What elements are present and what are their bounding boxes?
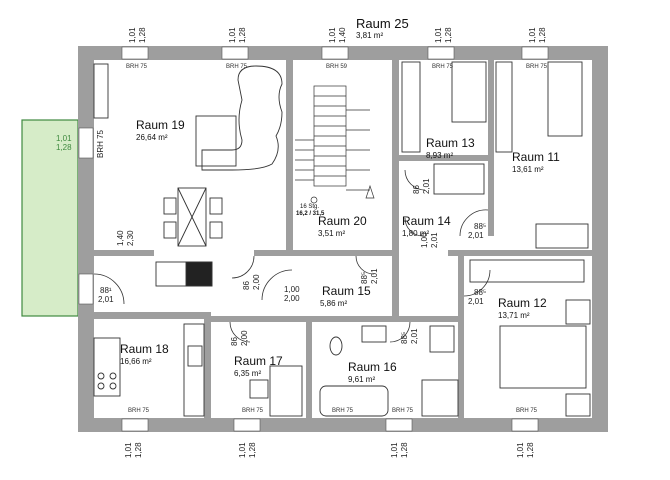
win-top-3-w: 1,01 bbox=[328, 27, 337, 43]
win-top-2-w: 1,01 bbox=[228, 27, 237, 43]
door-19-15-bot: 2,01 bbox=[98, 295, 114, 304]
room-25-area: 3,81 m² bbox=[356, 31, 384, 40]
room-16-name: Raum 16 bbox=[348, 360, 397, 374]
stair-ratio: 16,2 / 31,5 bbox=[296, 211, 325, 217]
balcony-window-w: 1,01 bbox=[56, 134, 72, 143]
win-top-4-h: 1,28 bbox=[444, 27, 453, 43]
door-19-15b-w: 86 bbox=[242, 281, 251, 290]
room-19-name: Raum 19 bbox=[136, 118, 185, 132]
room-19-area: 26,64 m² bbox=[136, 133, 168, 142]
interior-walls bbox=[94, 60, 592, 418]
brh-top-3: BRH 59 bbox=[326, 64, 348, 70]
door-14-h: 2,01 bbox=[430, 232, 439, 248]
door-17-h: 2,00 bbox=[240, 330, 249, 346]
door-15-20-h: 2,01 bbox=[370, 268, 379, 284]
win-top-4-w: 1,01 bbox=[434, 27, 443, 43]
door-12-bot: 2,01 bbox=[468, 297, 484, 306]
door-19-15-top: 88¹ bbox=[100, 286, 112, 295]
balcony bbox=[21, 119, 79, 317]
outer-walls bbox=[78, 46, 608, 432]
door-19-15b-h: 2,00 bbox=[252, 274, 261, 290]
room-14-name: Raum 14 bbox=[402, 214, 451, 228]
door-12-top: 88⁵ bbox=[474, 288, 487, 297]
stairwell bbox=[295, 85, 375, 204]
door-14-w: 1,00 bbox=[420, 232, 429, 248]
room-16-area: 9,61 m² bbox=[348, 375, 376, 384]
top-windows bbox=[121, 46, 549, 60]
room-11-area: 13,61 m² bbox=[512, 165, 544, 174]
win-bot-1-h: 1,28 bbox=[134, 442, 143, 458]
win-bot-3-h: 1,28 bbox=[400, 442, 409, 458]
door-16-w: 88⁵ bbox=[400, 331, 409, 344]
room-12-area: 13,71 m² bbox=[498, 311, 530, 320]
brh-bot-3: BRH 75 bbox=[332, 408, 354, 414]
brh-top-2: BRH 75 bbox=[226, 64, 248, 70]
room-17-area: 6,35 m² bbox=[234, 369, 262, 378]
brh-bot-2: BRH 75 bbox=[242, 408, 264, 414]
room-25-name: Raum 25 bbox=[356, 16, 409, 31]
stair-steps: 16 Stg. bbox=[300, 204, 320, 210]
win-top-2-h: 1,28 bbox=[238, 27, 247, 43]
door-16-h: 2,01 bbox=[410, 328, 419, 344]
room-12-name: Raum 12 bbox=[498, 296, 547, 310]
room-17-name: Raum 17 bbox=[234, 354, 283, 368]
door-17-w: 86 bbox=[230, 337, 239, 346]
door-19-20-w: 1,40 bbox=[116, 230, 125, 246]
bedroom-furniture bbox=[401, 61, 591, 417]
brh-bot-5: BRH 75 bbox=[516, 408, 538, 414]
door-15-20-w: 88⁵ bbox=[360, 271, 369, 284]
bottom-windows bbox=[121, 418, 539, 432]
door-13-w: 86 bbox=[412, 185, 421, 194]
room-13-area: 8,93 m² bbox=[426, 151, 454, 160]
win-top-3-h: 1,40 bbox=[338, 27, 347, 43]
win-bot-1-w: 1,01 bbox=[124, 442, 133, 458]
win-top-5-w: 1,01 bbox=[528, 27, 537, 43]
bath-furniture bbox=[319, 325, 459, 417]
win-top-1-w: 1,01 bbox=[128, 27, 137, 43]
kitchen-furniture bbox=[93, 323, 205, 417]
room-18-name: Raum 18 bbox=[120, 342, 169, 356]
room-18-area: 16,66 m² bbox=[120, 357, 152, 366]
balcony-window-h: 1,28 bbox=[56, 143, 72, 152]
room-11-name: Raum 11 bbox=[512, 150, 560, 164]
room-15-name: Raum 15 bbox=[322, 284, 371, 298]
room-15-area: 5,86 m² bbox=[320, 299, 348, 308]
door-13-h: 2,01 bbox=[422, 178, 431, 194]
win-top-5-h: 1,28 bbox=[538, 27, 547, 43]
room-13-name: Raum 13 bbox=[426, 136, 475, 150]
door-15-entry-w: 1,00 bbox=[284, 285, 300, 294]
brh-top-1: BRH 75 bbox=[126, 64, 148, 70]
door-11-bot: 2,01 bbox=[468, 231, 484, 240]
door-15-entry-h: 2,00 bbox=[284, 294, 300, 303]
balcony-door bbox=[78, 273, 94, 305]
win-bot-4-w: 1,01 bbox=[516, 442, 525, 458]
study-furniture bbox=[249, 365, 303, 417]
win-bot-3-w: 1,01 bbox=[390, 442, 399, 458]
win-bot-2-h: 1,28 bbox=[248, 442, 257, 458]
brh-left-1: BRH 75 bbox=[96, 129, 105, 158]
room-20-name: Raum 20 bbox=[318, 214, 367, 228]
door-swings bbox=[93, 169, 491, 343]
win-bot-4-h: 1,28 bbox=[526, 442, 535, 458]
living-furniture bbox=[93, 63, 283, 287]
door-19-20-h: 2,30 bbox=[126, 230, 135, 246]
room-14-area: 1,80 m² bbox=[402, 229, 430, 238]
door-11-top: 88⁵ bbox=[474, 222, 487, 231]
brh-top-5: BRH 75 bbox=[526, 64, 548, 70]
brh-bot-1: BRH 75 bbox=[128, 408, 150, 414]
brh-top-4: BRH 75 bbox=[432, 64, 454, 70]
room-20-area: 3,51 m² bbox=[318, 229, 346, 238]
brh-bot-4: BRH 75 bbox=[392, 408, 414, 414]
win-bot-2-w: 1,01 bbox=[238, 442, 247, 458]
balcony-window bbox=[78, 127, 94, 159]
win-top-1-h: 1,28 bbox=[138, 27, 147, 43]
